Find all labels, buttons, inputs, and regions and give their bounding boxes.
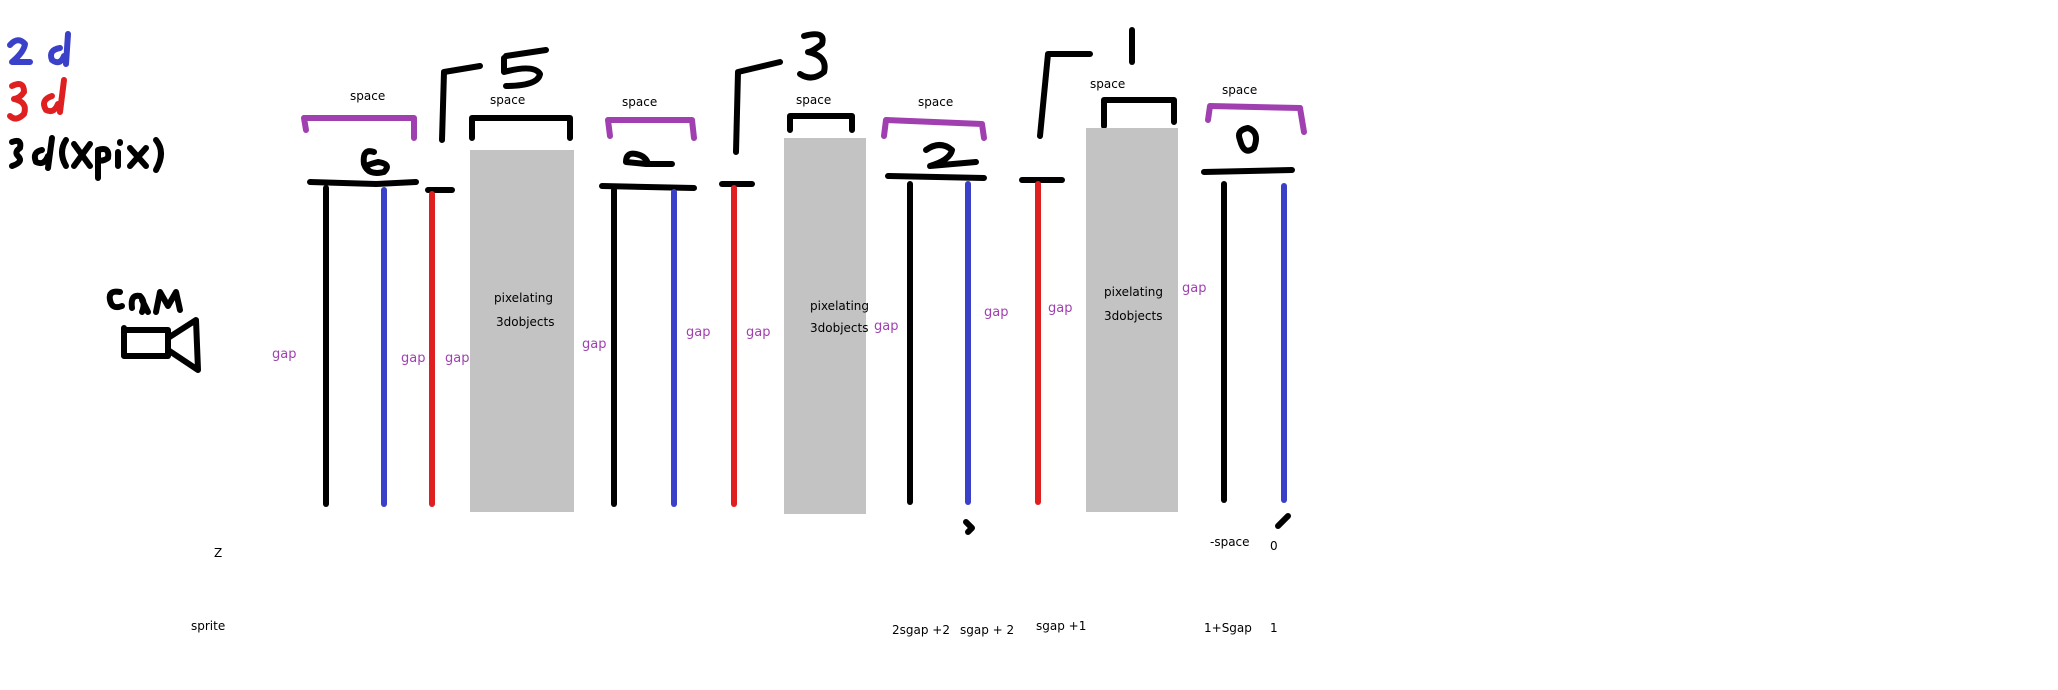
gray-box-2 — [784, 138, 866, 514]
z-axis-label: Z — [214, 546, 222, 560]
number-glyph-5 — [439, 47, 549, 143]
sprite-value-1-sgap: 1+Sgap — [1204, 621, 1252, 635]
purple-bracket-2 — [605, 117, 697, 141]
gray-box-3 — [1086, 128, 1178, 512]
space-label-5: space — [918, 95, 953, 109]
box1-text-line2: 3dobjects — [496, 315, 554, 329]
space-label-7: space — [1222, 83, 1257, 97]
gap-label-7: gap — [874, 319, 898, 334]
number-glyph-1 — [1037, 27, 1135, 139]
sprite-value-2sgap-2: 2sgap +2 — [892, 623, 950, 637]
legend-3d-red — [7, 77, 67, 122]
purple-bracket-3 — [881, 117, 987, 141]
legend — [7, 31, 164, 181]
gap-label-5: gap — [686, 325, 710, 340]
black-bracket-1 — [469, 115, 573, 141]
purple-bracket-1 — [301, 115, 417, 141]
space-label-6: space — [1090, 77, 1125, 91]
tick-marks — [963, 513, 1291, 535]
gap-label-9: gap — [1048, 301, 1072, 316]
camera-icon — [106, 288, 201, 373]
black-bracket-3 — [1101, 97, 1177, 129]
gap-label-10: gap — [1182, 281, 1206, 296]
box3-text-line1: pixelating — [1104, 285, 1163, 299]
legend-3d-pixel — [9, 135, 164, 181]
gap-label-6: gap — [746, 325, 770, 340]
box2-text-line1: pixelating — [810, 299, 869, 313]
gap-label-2: gap — [401, 351, 425, 366]
black-bracket-2 — [787, 113, 855, 133]
legend-2d-blue — [7, 31, 71, 67]
space-label-4: space — [796, 93, 831, 107]
sprite-axis-label: sprite — [191, 619, 225, 633]
number-glyph-0 — [1236, 125, 1259, 154]
space-label-1: space — [350, 89, 385, 103]
box3-text-line2: 3dobjects — [1104, 309, 1162, 323]
number-glyph-3 — [733, 31, 828, 155]
z-value-zero: 0 — [1270, 539, 1278, 553]
space-label-2: space — [490, 93, 525, 107]
purple-bracket-4 — [1205, 103, 1307, 135]
gap-label-1: gap — [272, 347, 296, 362]
sprite-value-sgap-2: sgap + 2 — [960, 623, 1014, 637]
sprite-value-1: 1 — [1270, 621, 1278, 635]
gap-label-8: gap — [984, 305, 1008, 320]
gap-label-4: gap — [582, 337, 606, 352]
z-value-neg-space: -space — [1210, 535, 1250, 549]
vertical-lines — [323, 181, 1287, 507]
number-glyph-6 — [360, 148, 390, 176]
number-glyph-4 — [623, 150, 675, 167]
number-glyph-2 — [923, 142, 979, 169]
box2-text-line2: 3dobjects — [810, 321, 868, 335]
sprite-value-sgap-1: sgap +1 — [1036, 619, 1086, 633]
gray-box-1 — [470, 150, 574, 512]
gap-label-3: gap — [445, 351, 469, 366]
box1-text-line1: pixelating — [494, 291, 553, 305]
base-marks — [307, 167, 1295, 193]
space-label-3: space — [622, 95, 657, 109]
